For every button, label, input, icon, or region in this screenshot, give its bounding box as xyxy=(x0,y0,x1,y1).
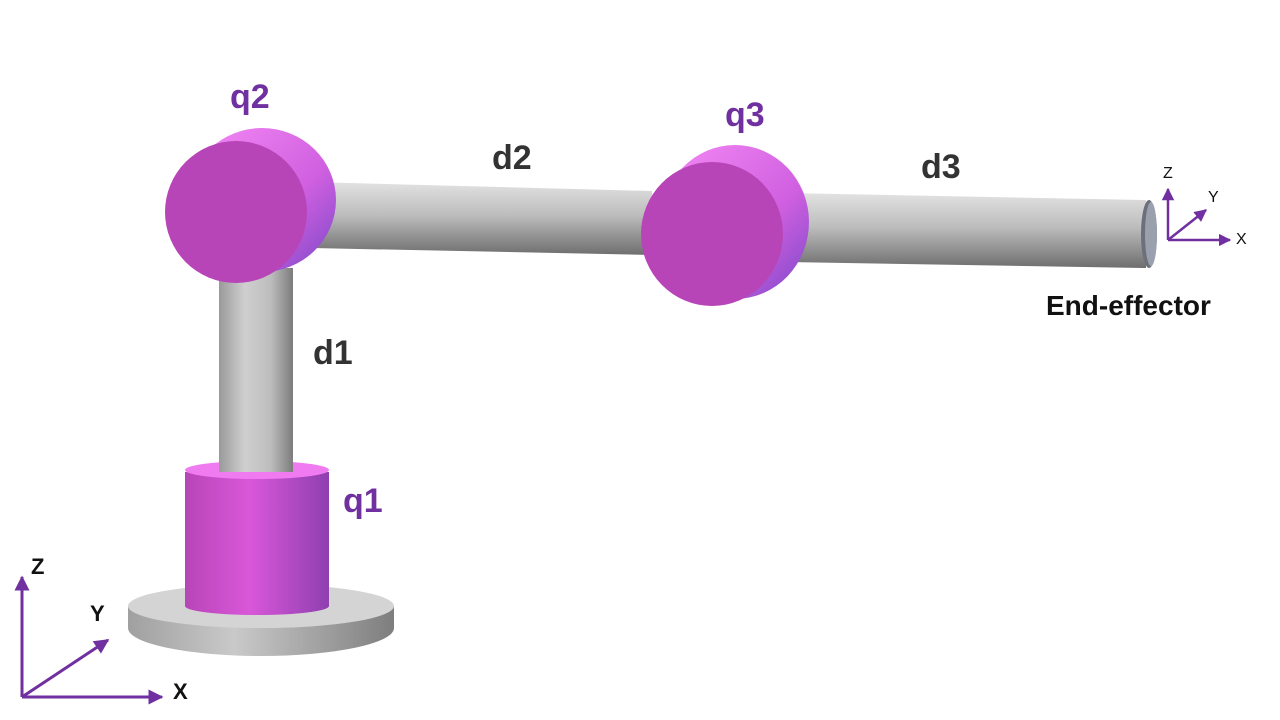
base-y-axis-arrow xyxy=(21,638,110,699)
base-frame-axes xyxy=(14,575,164,705)
ee-axis-y-label: Y xyxy=(1208,189,1219,206)
base-axis-z-label: Z xyxy=(31,554,45,579)
joint-q2-disk xyxy=(165,128,336,283)
link-d2 xyxy=(312,182,652,255)
base-axis-y-label: Y xyxy=(90,601,105,626)
base-axis-x-label: X xyxy=(173,679,188,704)
joint-q3-disk xyxy=(641,145,809,306)
joint-label-q1: q1 xyxy=(343,482,383,520)
link-label-d1: d1 xyxy=(313,334,353,372)
link-label-d2: d2 xyxy=(492,139,532,177)
ee-y-axis-arrow xyxy=(1167,209,1207,241)
joint-label-q2: q2 xyxy=(230,78,270,116)
joint-q1-cylinder xyxy=(185,461,329,615)
ee-axis-z-label: Z xyxy=(1163,165,1173,182)
link-label-d3: d3 xyxy=(921,148,961,186)
link-d3 xyxy=(786,193,1157,268)
end-effector-label: End-effector xyxy=(1046,290,1211,321)
ee-axis-x-label: X xyxy=(1236,231,1247,248)
ee-frame-axes xyxy=(1161,187,1232,247)
link-d1 xyxy=(219,268,293,472)
joint-label-q3: q3 xyxy=(725,96,765,134)
